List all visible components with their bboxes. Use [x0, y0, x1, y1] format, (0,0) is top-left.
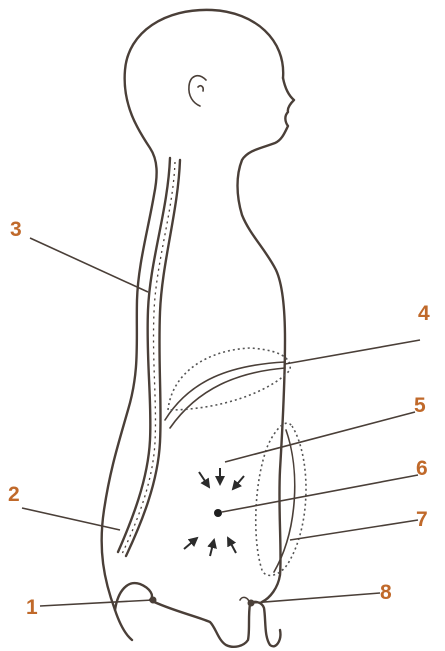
pressure-arrows	[184, 468, 244, 556]
center-point	[214, 509, 222, 517]
leader-2	[22, 508, 120, 530]
diaphragm-dotted-outline	[168, 348, 290, 410]
label-3: 3	[10, 218, 22, 241]
label-6: 6	[416, 457, 428, 480]
diaphragm	[165, 348, 290, 428]
leader-1	[40, 600, 153, 606]
leader-lines	[22, 238, 420, 607]
label-4: 4	[418, 302, 430, 325]
leader-6	[222, 475, 418, 512]
ear	[189, 76, 206, 106]
leader-3	[30, 238, 148, 292]
leader-4	[285, 340, 420, 364]
body-outline	[102, 10, 294, 647]
label-8: 8	[380, 581, 392, 604]
label-2: 2	[8, 483, 20, 506]
leader-5	[225, 412, 415, 462]
label-5: 5	[414, 394, 426, 417]
label-7: 7	[416, 508, 428, 531]
leader-7	[290, 520, 418, 540]
label-1: 1	[26, 596, 38, 619]
